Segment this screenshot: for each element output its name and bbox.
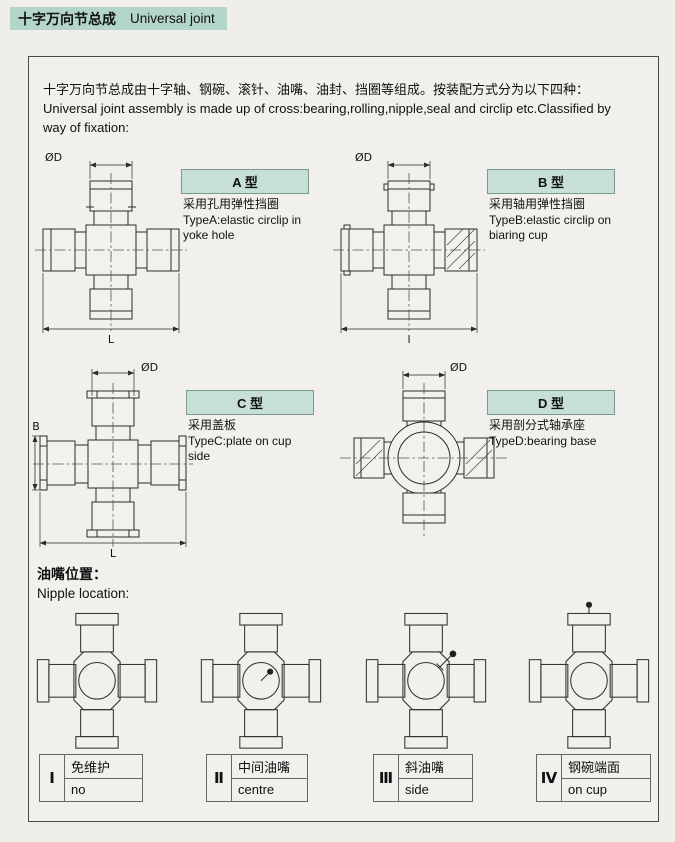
location-item-4: Ⅳ 钢碗端面 on cup [536, 754, 651, 802]
dim-l-b-label: l [407, 333, 410, 345]
nipple-location-diagram-2 [200, 612, 322, 749]
dimension-L-c: L [39, 492, 187, 559]
nipple-location-diagram-3 [365, 612, 487, 749]
type-card-b: B 型 采用轴用弹性挡圈 TypeB:elastic circlip on bi… [487, 169, 615, 247]
nipple-location-heading: 油嘴位置： Nipple location: [37, 565, 129, 603]
dim-od-a-label: ØD [45, 151, 62, 164]
location-3-zh: 斜油嘴 [399, 755, 472, 779]
dimension-l-b: l [340, 273, 478, 345]
page-title-bar: 十字万向节总成 Universal joint [10, 7, 227, 30]
drawing-type-a: ØD L [35, 151, 187, 345]
location-2-zh: 中间油嘴 [232, 755, 307, 779]
dimension-B-c: B [32, 420, 40, 491]
content-frame: 十字万向节总成由十字轴、钢碗、滚针、油嘴、油封、挡圈等组成。按装配方式分为以下四… [28, 56, 659, 822]
location-4-zh: 钢碗端面 [562, 755, 650, 779]
dimension-od-c: ØD [91, 361, 158, 396]
drawing-type-c: ØD B L [32, 361, 193, 559]
dim-B-c-label: B [32, 420, 40, 433]
location-item-2: Ⅱ 中间油嘴 centre [206, 754, 308, 802]
type-c-desc-zh: 采用盖板 [188, 418, 237, 432]
dimension-od-d: ØD [402, 361, 467, 389]
location-4-en: on cup [568, 782, 608, 798]
dimension-L-a: L [42, 273, 180, 345]
grease-nipple-oncup-icon [585, 601, 593, 614]
nipple-heading-en: Nipple location: [37, 585, 130, 601]
section-hatching [446, 228, 476, 270]
type-a-desc-zh: 采用孔用弹性挡圈 [183, 197, 280, 211]
section-hatching [355, 439, 493, 477]
dim-L-a-label: L [108, 333, 115, 345]
dimension-od-b: ØD [355, 151, 431, 179]
drawing-type-b: ØD l [333, 151, 485, 345]
type-card-c: C 型 采用盖板 TypeC:plate on cup side [186, 390, 314, 468]
dim-od-c-label: ØD [141, 361, 158, 374]
type-d-title: D 型 [487, 390, 615, 415]
intro-zh: 十字万向节总成由十字轴、钢碗、滚针、油嘴、油封、挡圈等组成。按装配方式分为以下四… [43, 82, 590, 97]
grease-nipple-centre-icon [260, 668, 274, 682]
location-item-3: Ⅲ 斜油嘴 side [373, 754, 473, 802]
type-b-desc-zh: 采用轴用弹性挡圈 [489, 197, 586, 211]
dimension-od-a: ØD [45, 151, 133, 179]
location-2-numeral: Ⅱ [207, 755, 232, 801]
nipple-heading-zh: 油嘴位置： [37, 566, 107, 582]
location-item-1: Ⅰ 免维护 no [39, 754, 143, 802]
type-b-title: B 型 [487, 169, 615, 194]
nipple-location-diagram-4 [528, 601, 650, 749]
dim-L-c-label: L [110, 547, 117, 559]
location-1-en: no [71, 782, 86, 798]
type-b-desc-en: TypeB:elastic circlip on biaring cup [489, 212, 612, 243]
location-3-en: side [405, 782, 429, 798]
location-4-numeral: Ⅳ [537, 755, 562, 801]
dim-od-d-label: ØD [450, 361, 467, 374]
type-card-d: D 型 采用剖分式轴承座 TypeD:bearing base [487, 390, 615, 452]
intro-text: 十字万向节总成由十字轴、钢碗、滚针、油嘴、油封、挡圈等组成。按装配方式分为以下四… [43, 81, 635, 138]
location-1-numeral: Ⅰ [40, 755, 65, 801]
type-d-desc-en: TypeD:bearing base [489, 433, 597, 448]
location-2-en: centre [238, 782, 275, 798]
type-card-a: A 型 采用孔用弹性挡圈 TypeA:elastic circlip in yo… [181, 169, 309, 247]
page-title-en: Universal joint [130, 11, 215, 26]
type-a-desc-en: TypeA:elastic circlip in yoke hole [183, 212, 302, 243]
location-1-zh: 免维护 [65, 755, 142, 779]
type-c-desc-en: TypeC:plate on cup side [188, 433, 292, 464]
page-title-zh: 十字万向节总成 [18, 10, 116, 27]
type-d-desc-zh: 采用剖分式轴承座 [489, 418, 586, 432]
grease-nipple-side-icon [436, 650, 457, 671]
type-c-title: C 型 [186, 390, 314, 415]
dim-od-b-label: ØD [355, 151, 372, 164]
type-a-title: A 型 [181, 169, 309, 194]
location-3-numeral: Ⅲ [374, 755, 399, 801]
intro-en: Universal joint assembly is made up of c… [43, 100, 611, 135]
nipple-location-diagram-1 [36, 612, 158, 749]
drawing-type-d: ØD [340, 361, 508, 537]
